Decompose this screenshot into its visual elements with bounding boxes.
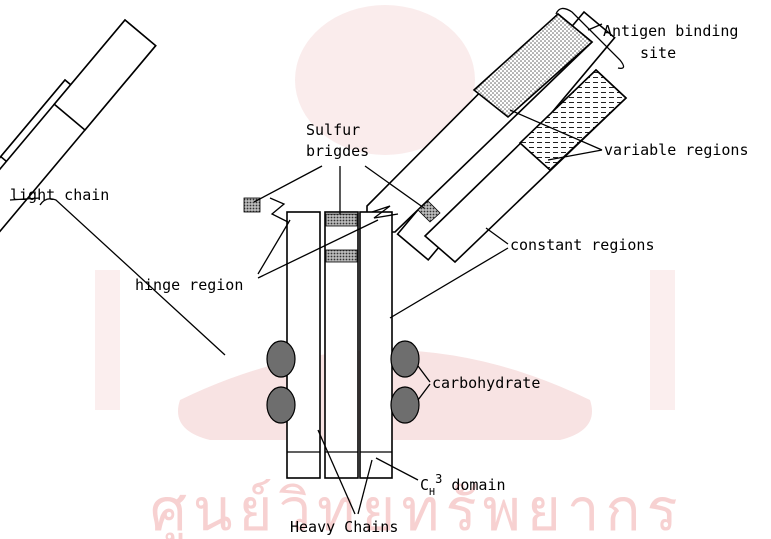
sulfur-bridges-label-line2: brigdes <box>306 142 369 160</box>
carbohydrate-right-bottom <box>391 387 419 423</box>
heavy-chains-label: Heavy Chains <box>290 518 398 536</box>
left-heavy-variable-region <box>54 20 155 130</box>
hinge-region-label: hinge region <box>135 276 243 294</box>
light-chain-label: light chain <box>10 186 109 204</box>
antigen-binding-site-label-line2: site <box>640 44 676 62</box>
carbohydrate-label: carbohydrate <box>432 374 540 392</box>
left-hinge-zigzag <box>270 198 288 222</box>
central-sulfur-bridge-lower <box>326 250 357 262</box>
antigen-binding-site-label-line1: Antigen binding <box>603 22 738 40</box>
left-heavy-arm <box>0 20 156 268</box>
watermark-text: ศูนย์วิทยทรัพยากร <box>150 476 684 539</box>
variable-regions-label: variable regions <box>604 141 749 159</box>
left-heavy-stem <box>287 212 320 478</box>
central-sulfur-bridge-upper <box>326 214 357 226</box>
carbohydrate-right-top <box>391 341 419 377</box>
carbohydrate-left-top <box>267 341 295 377</box>
carbohydrate-left-bottom <box>267 387 295 423</box>
sulfur-bridges-label-line1: Sulfur <box>306 121 360 139</box>
right-heavy-stem <box>360 212 392 478</box>
constant-regions-label: constant regions <box>510 236 655 254</box>
